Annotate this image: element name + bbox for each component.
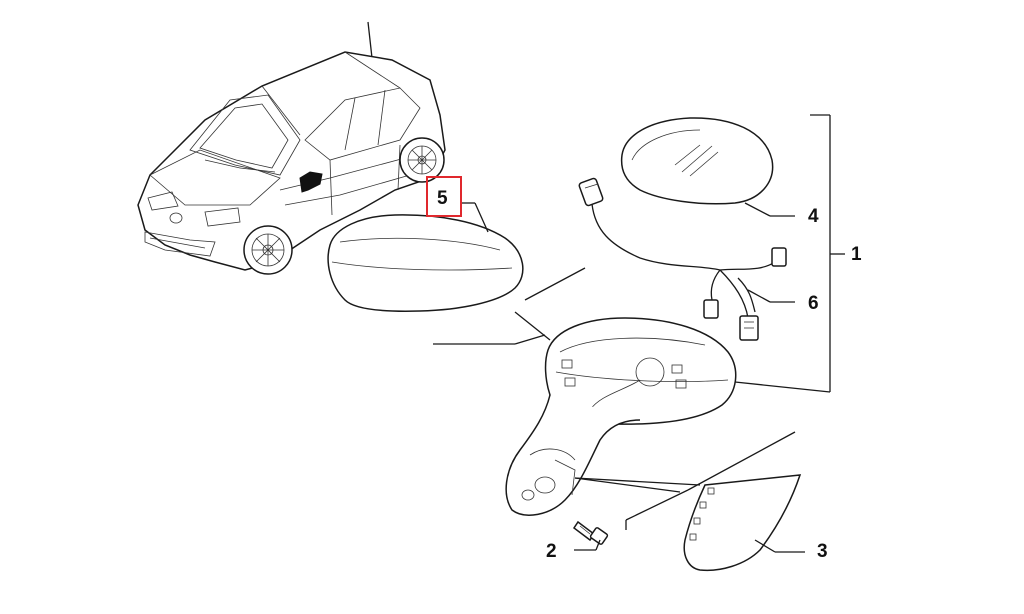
highlight-box-part-5 [426, 176, 462, 217]
callout-6: 6 [808, 293, 819, 314]
callout-3: 3 [817, 541, 828, 562]
leader-lines [433, 114, 845, 553]
screw-part [572, 520, 609, 545]
wiring-harness-part [578, 177, 787, 341]
mirror-glass-part [620, 117, 774, 205]
callout-1: 1 [851, 244, 862, 265]
car-mirror-marker [299, 171, 323, 193]
car-illustration [137, 21, 446, 275]
mirror-cover-part [327, 214, 524, 312]
callout-5: 5 [437, 188, 448, 209]
mirror-housing-assembly [505, 317, 737, 516]
lower-cover-part [683, 474, 802, 572]
callout-4: 4 [808, 206, 819, 227]
callout-2: 2 [546, 541, 557, 562]
